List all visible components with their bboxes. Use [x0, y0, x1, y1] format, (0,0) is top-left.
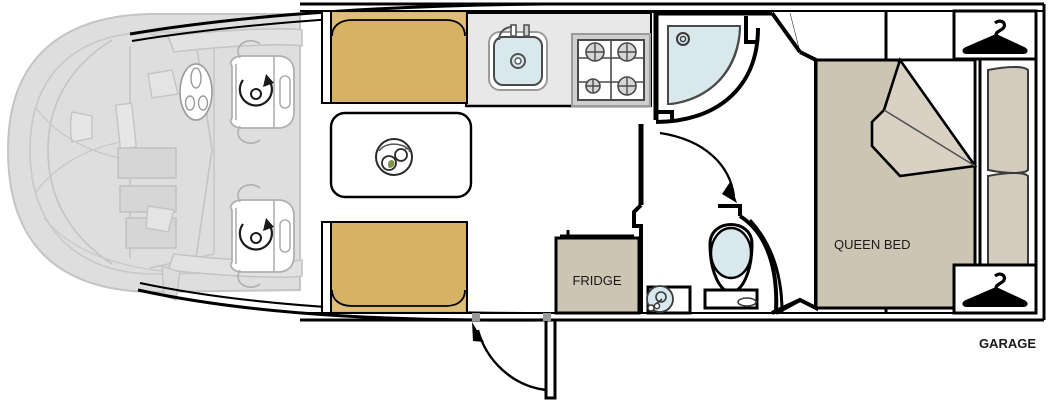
- shower-room: [653, 10, 802, 124]
- body-outer-shell: [129, 2, 1046, 322]
- fruit-bowl-icon: [375, 138, 413, 176]
- fridge: FRIDGE: [554, 230, 641, 315]
- wardrobe-top: [952, 9, 1038, 61]
- entry-door[interactable]: [472, 313, 557, 400]
- toilet-icon: [703, 223, 759, 310]
- queen-bed-label: QUEEN BED: [834, 237, 911, 252]
- washroom-door[interactable]: [659, 131, 784, 313]
- bedroom: QUEEN BED: [771, 12, 1038, 315]
- clothes-hanger-icon: [962, 19, 1028, 54]
- clothes-hanger-icon: [962, 272, 1028, 307]
- washbasin-icon: [646, 285, 692, 315]
- kitchen-counter: [465, 12, 652, 108]
- washroom: [632, 124, 784, 315]
- bench-seat-bottom: [321, 221, 468, 314]
- swivel-seat-icon: [238, 74, 274, 107]
- bench-seat-top: [321, 10, 468, 104]
- swivel-seat-icon: [238, 218, 274, 251]
- fridge-label: FRIDGE: [572, 273, 621, 288]
- vehicle-cab-body: [6, 13, 303, 301]
- garage-label: GARAGE: [979, 336, 1036, 351]
- four-burner-hob-icon: [571, 33, 651, 107]
- curved-shower-door-icon: [655, 16, 760, 124]
- dinette-table: [329, 111, 473, 199]
- steering-wheel-icon: [179, 63, 213, 121]
- pillow-upper: [987, 66, 1029, 174]
- drivers-seat: [229, 40, 295, 144]
- internal-walls: [650, 11, 956, 313]
- passenger-seat: [229, 184, 295, 288]
- quadrant-shower-icon: [667, 25, 742, 105]
- door-swing-icon: [472, 322, 547, 392]
- sink-icon: [488, 24, 548, 91]
- queen-bed: QUEEN BED: [814, 57, 978, 310]
- wardrobe-bottom: [952, 263, 1038, 315]
